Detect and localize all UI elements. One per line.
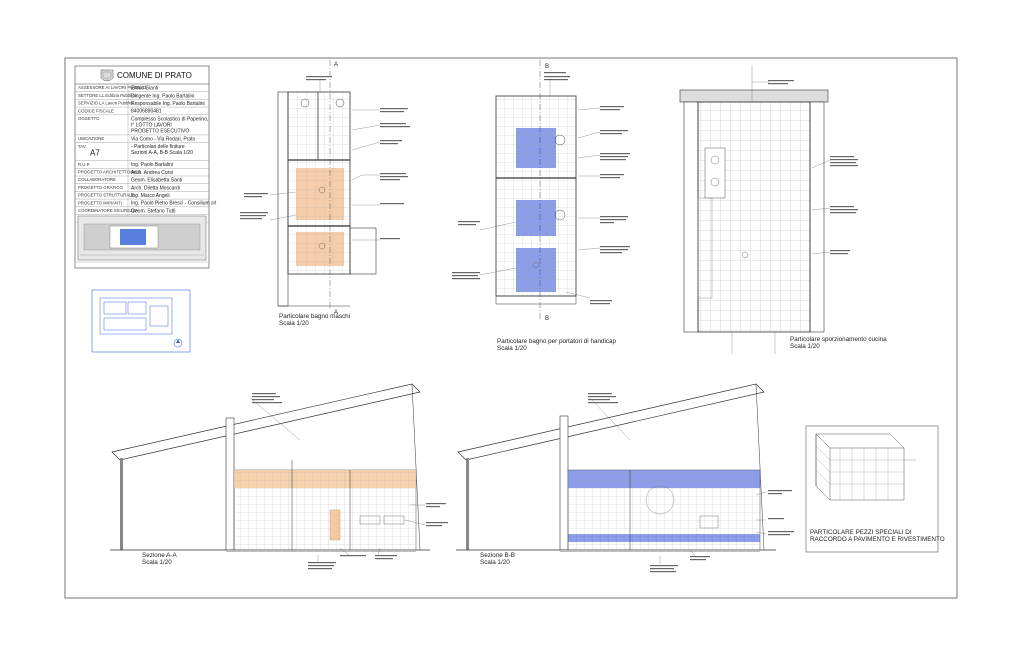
title-block-value: Geom. Elisabetta Santi [131, 178, 182, 184]
title-block-thumbnail [77, 215, 207, 261]
detail-pezzi-title: PARTICOLARE PEZZI SPECIALI DI RACCORDO A… [810, 529, 945, 543]
title-block-value: Responsabile Ing. Paolo Bartalini [131, 101, 205, 107]
title-block-value: Dirigente Ing. Paolo Bartalini [131, 93, 194, 99]
section-mark-a-top: A [334, 62, 338, 68]
title-block-row: CODICE FISCALE 84006890481 [75, 108, 209, 115]
section-mark-b-top: B [545, 64, 549, 70]
title-block-key: PROGETTO IMPIANTI [78, 200, 122, 205]
section-aa: Sezione A-A Scala 1/20 [110, 383, 448, 570]
section-bb: Sezione B-B Scala 1/20 [456, 383, 794, 573]
title-block-key: PROGETTO GRAFICO [78, 185, 123, 190]
title-block-key: ASSESSORE AI LAVORI PUBBLICI [78, 85, 147, 90]
title-block-value: Ing. Marco Angeli [131, 193, 170, 199]
plan-cucina-scale: Scala 1/20 [790, 343, 820, 350]
plan-bagno-maschi: A A Particolare bagno maschi Scala 1/20 [240, 60, 410, 327]
title-block-value: Geom. Stefano Tutti [131, 208, 175, 214]
sheet-border [64, 57, 958, 599]
title-block-key: PROGETTO ARCHITETTONICO [78, 170, 142, 175]
title-block-row: UBICAZIONE Via Como - Via Rodari, Prato [75, 136, 209, 143]
title-block: COMUNE DI PRATO ASSESSORE AI LAVORI PUBB… [74, 65, 216, 269]
detail-pezzi-speciali: PARTICOLARE PEZZI SPECIALI DI RACCORDO A… [805, 425, 945, 553]
title-block-value: Complesso Scolastico di Paperino,I° LOTT… [131, 116, 208, 134]
title-block-key: UBICAZIONE [78, 136, 104, 141]
coat-of-arms-icon [100, 69, 114, 82]
title-block-key: SETTORE LL.Edilizia Pubblica [78, 93, 137, 98]
title-block-key: COORDINATORE SICUREZZA [78, 208, 138, 213]
title-block-key: OGGETTO [78, 116, 100, 121]
section-mark-b-bottom: B [545, 316, 549, 322]
plan-bagno-maschi-title: Particolare bagno maschi [279, 313, 350, 320]
plan-cucina-title: Particolare sporzionamento cucina [790, 336, 887, 343]
plan-cucina: Particolare sporzionamento cucina Scala … [679, 66, 887, 354]
municipality-name: COMUNE DI PRATO [117, 71, 192, 80]
title-block-row: COLLABORATORE Geom. Elisabetta Santi [75, 177, 209, 184]
title-block-key: PROGETTO STRUTTURALE [78, 193, 135, 198]
title-block-row: R.U.P. Ing. Paolo Bartalini [75, 162, 209, 169]
title-block-value: Ing. Paolo Bartalini [131, 162, 173, 168]
title-block-key: CODICE FISCALE [78, 108, 114, 113]
plan-bagno-handicap-title: Particolare bagno per portatori di handi… [497, 338, 617, 345]
section-aa-title: Sezione A-A [142, 552, 177, 559]
title-block-value: Via Como - Via Rodari, Prato [131, 137, 196, 143]
title-block-key: TAV. [78, 144, 87, 149]
plan-bagno-handicap: B B Particolare bagno per portatori di h… [452, 60, 630, 352]
key-plan [91, 289, 191, 353]
title-block-key: SERVIZIO LA Lavori Pubblici [78, 101, 133, 106]
section-bb-scale: Scala 1/20 [480, 559, 510, 566]
title-block-value: Ennio Gianti [131, 86, 158, 92]
title-block-row: PROGETTO IMPIANTI Ing. Paolo Pietro Bresc… [75, 200, 216, 207]
title-block-row: PROGETTO GRAFICO Arch. Diletta Moscardi [75, 185, 209, 192]
title-block-row: SERVIZIO LA Lavori PubbliciResponsabile … [75, 101, 209, 108]
section-aa-scale: Scala 1/20 [142, 559, 172, 566]
section-bb-title: Sezione B-B [480, 552, 515, 559]
title-block-key: R.U.P. [78, 162, 90, 167]
title-block-value: Arch. Andrea Corsi [131, 170, 173, 176]
plan-bagno-handicap-scale: Scala 1/20 [497, 345, 527, 352]
title-block-value: Arch. Diletta Moscardi [131, 185, 180, 191]
title-block-row: OGGETTO Complesso Scolastico di Paperino,… [75, 116, 209, 136]
plan-bagno-maschi-scale: Scala 1/20 [279, 320, 309, 327]
sheet-number: A7 [90, 149, 100, 158]
title-block-value: 84006890481 [131, 109, 162, 115]
title-block-key: COLLABORATORE [78, 177, 116, 182]
title-block-value: Ing. Paolo Pietro Bresci - Consilium srl [131, 201, 216, 207]
section-mark-a-bottom: A [334, 310, 338, 316]
